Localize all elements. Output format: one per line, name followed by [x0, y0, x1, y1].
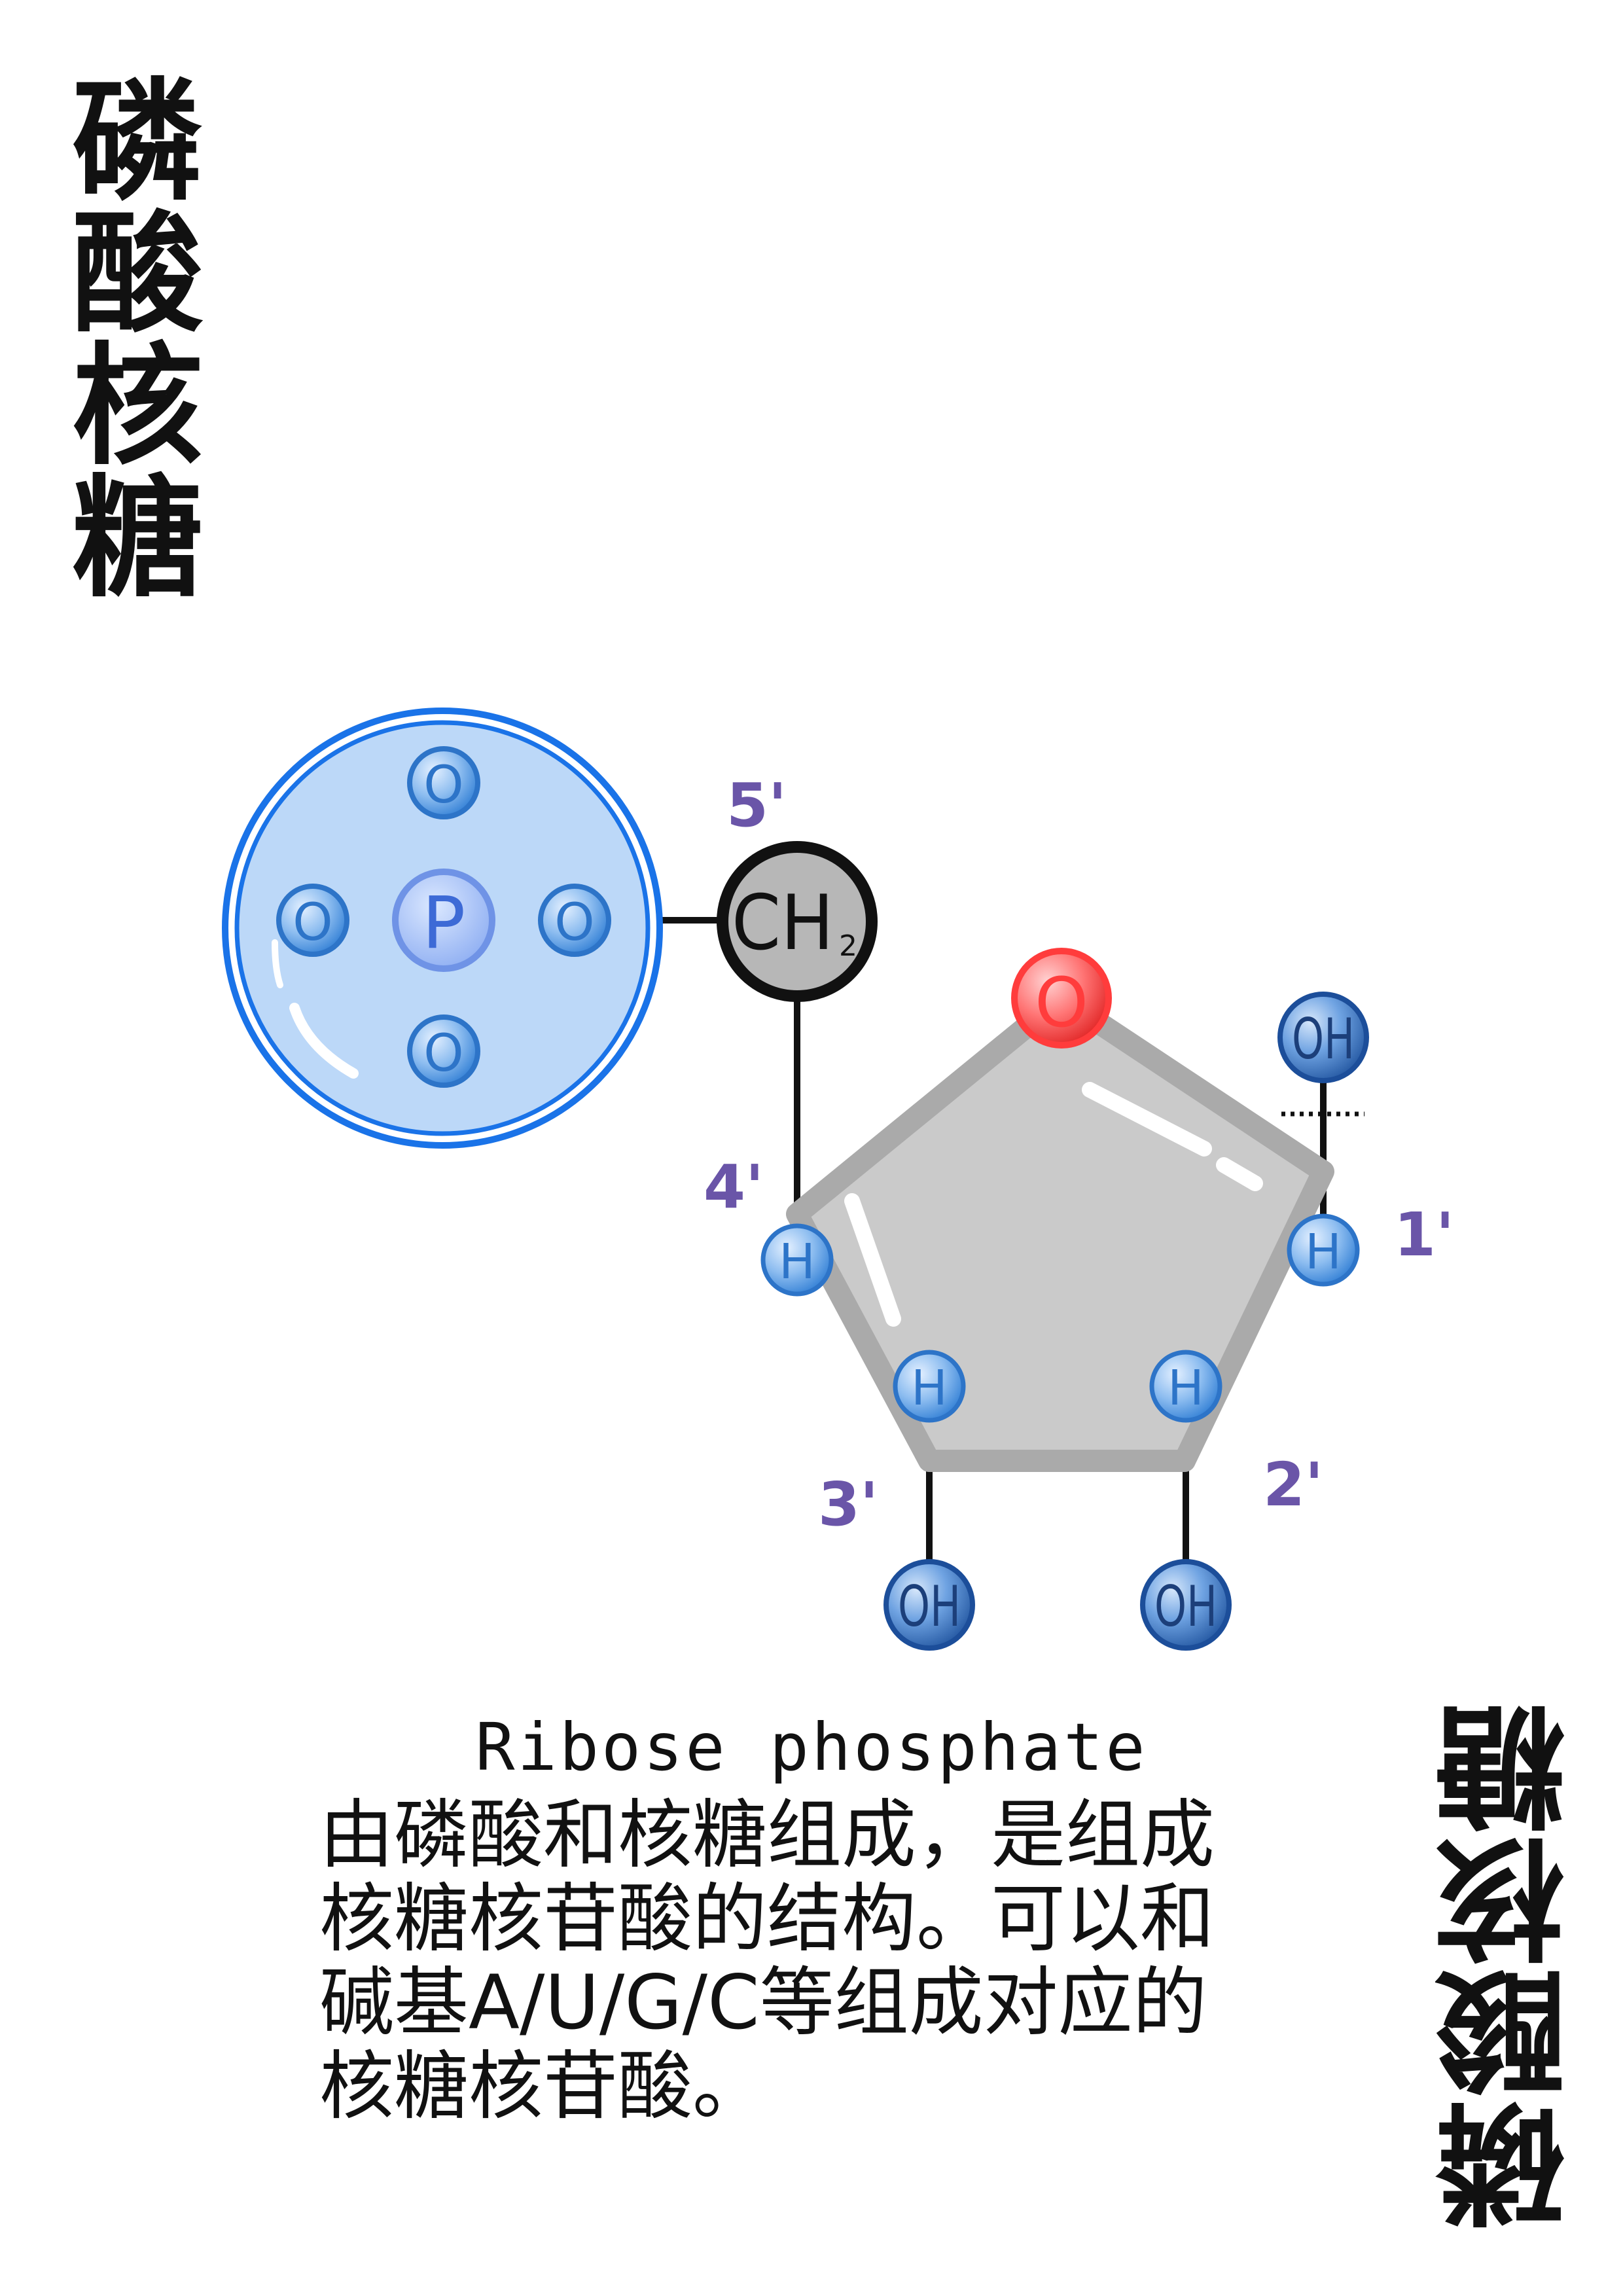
atom-ring-oxygen: O [1011, 948, 1112, 1049]
caption-line-4: 核糖核苷酸。 [319, 2043, 768, 2130]
atom-o-right: O [538, 884, 611, 957]
svg-text:CH: CH [732, 879, 834, 967]
atom-ch2-main: CH [732, 879, 834, 967]
ribose-pentagon [786, 987, 1334, 1472]
ring-highlight-3 [844, 1193, 901, 1327]
atom-oh-c3: OH [883, 1559, 975, 1651]
position-label-5: 5' [726, 770, 787, 840]
atom-p-label: P [422, 881, 465, 965]
ring-highlight-2 [1216, 1157, 1263, 1191]
atom-oh-c2: OH [1140, 1559, 1232, 1651]
atom-oh-c2-label: OH [1154, 1574, 1217, 1640]
atom-h-c4-label: H [779, 1234, 815, 1290]
caption-english: Ribose phosphate [475, 1709, 1148, 1785]
atom-oh-c1: OH [1277, 992, 1369, 1083]
phosphate-highlight-2 [272, 939, 283, 988]
atom-ring-oxygen-label: O [1035, 963, 1088, 1043]
atom-o-left-label: O [293, 893, 332, 952]
position-label-3: 3' [818, 1469, 878, 1539]
atom-o-top: O [407, 746, 480, 819]
position-label-4: 4' [704, 1152, 764, 1222]
atom-oh-c3-label: OH [898, 1574, 961, 1640]
atom-h-c3-label: H [911, 1360, 948, 1416]
atom-h-c1-label: H [1305, 1224, 1342, 1280]
atom-o-bottom: O [407, 1014, 480, 1088]
caption-line-1: 由磷酸和核糖组成，是组成 [319, 1791, 1215, 1878]
atom-h-c2-label: H [1168, 1360, 1204, 1416]
ribose-ring [786, 987, 1334, 1472]
atom-o-top-label: O [423, 756, 463, 815]
caption-line-2: 核糖核苷酸的结构。可以和 [319, 1875, 1215, 1962]
page-title: 磷酸核糖 [49, 72, 202, 601]
atom-h-c4: H [760, 1223, 834, 1297]
atom-o-bottom-label: O [423, 1024, 463, 1083]
atom-ch2-subscript: 2 [839, 929, 857, 963]
atom-p: P [392, 869, 495, 972]
atom-h-c1: H [1287, 1213, 1360, 1287]
atom-o-right-label: O [554, 893, 594, 952]
caption-line-3: 碱基A/U/G/C等组成对应的 [319, 1959, 1207, 2046]
position-label-1: 1' [1394, 1200, 1454, 1270]
atom-oh-c1-label: OH [1292, 1007, 1355, 1072]
atom-h-c3: H [893, 1350, 966, 1423]
position-label-2: 2' [1263, 1450, 1323, 1520]
atom-o-left: O [276, 884, 349, 957]
caption-chinese: 由磷酸和核糖组成，是组成 核糖核苷酸的结构。可以和 碱基A/U/G/C等组成对应… [319, 1793, 1340, 2128]
atom-h-c2: H [1149, 1350, 1222, 1423]
atom-ch2: CH 2 [717, 841, 878, 1002]
phosphate-highlight [289, 1003, 359, 1079]
ring-highlight-1 [1082, 1082, 1212, 1157]
